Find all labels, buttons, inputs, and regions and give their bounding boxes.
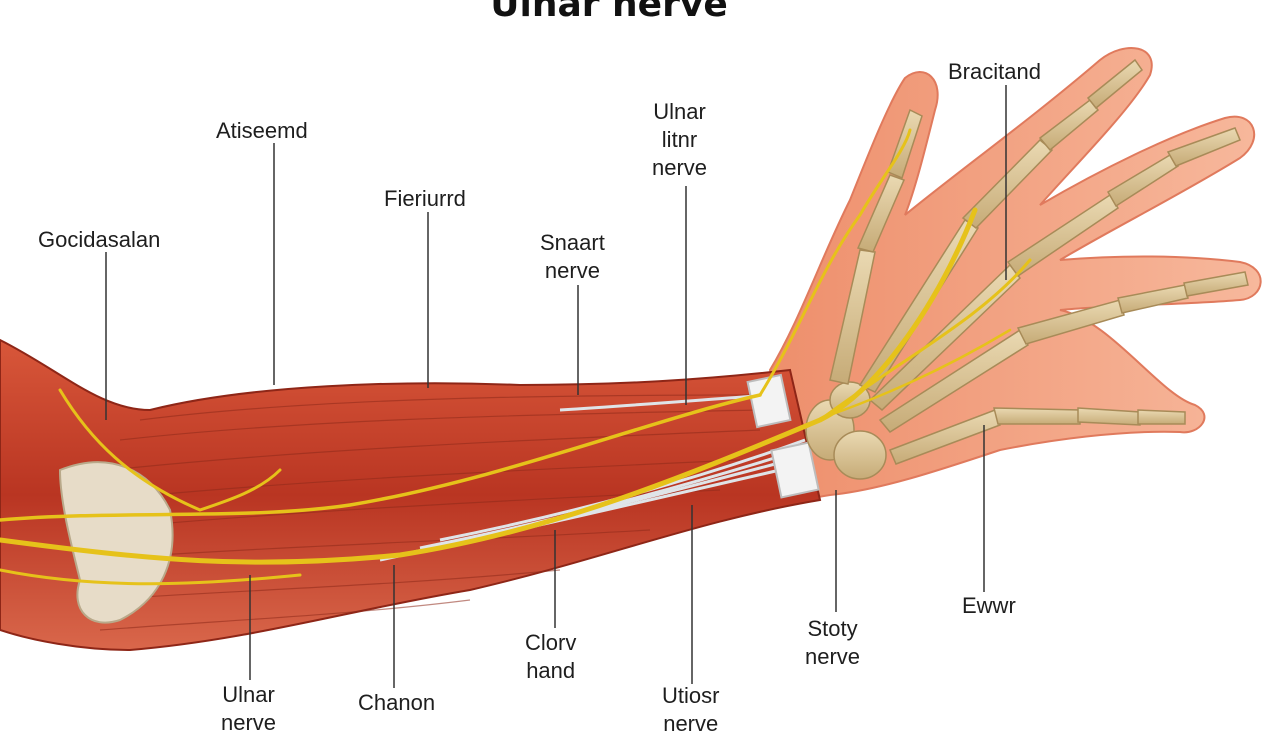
nerve-branch-thumb <box>758 128 912 397</box>
nerve-branch-elbow <box>58 388 282 512</box>
label-gocidasalan: Gocidasalan <box>38 227 161 252</box>
retinaculum-upper <box>746 373 792 429</box>
label-ewwr: Ewwr <box>962 593 1016 618</box>
page-title: Ulnar nerve <box>490 0 728 25</box>
nerve-branch-upper <box>0 393 762 522</box>
label-bracitand: Bracitand <box>948 59 1041 84</box>
retinaculum-lower <box>770 441 820 499</box>
label-chanon: Chanon <box>358 690 436 715</box>
label-fieriurrd: Fieriurrd <box>384 186 466 211</box>
nerves <box>0 128 1032 586</box>
nerve-branch-little <box>828 328 1012 417</box>
label-atiseemd: Atiseemd <box>216 118 308 143</box>
nerve-branch-ring <box>818 258 1032 422</box>
arm-illustration <box>0 47 1262 688</box>
leader-lines <box>105 85 1007 688</box>
hand-bones <box>805 58 1249 480</box>
ulnar-nerve-main <box>0 207 978 565</box>
nerve-branch-lower <box>0 568 302 586</box>
